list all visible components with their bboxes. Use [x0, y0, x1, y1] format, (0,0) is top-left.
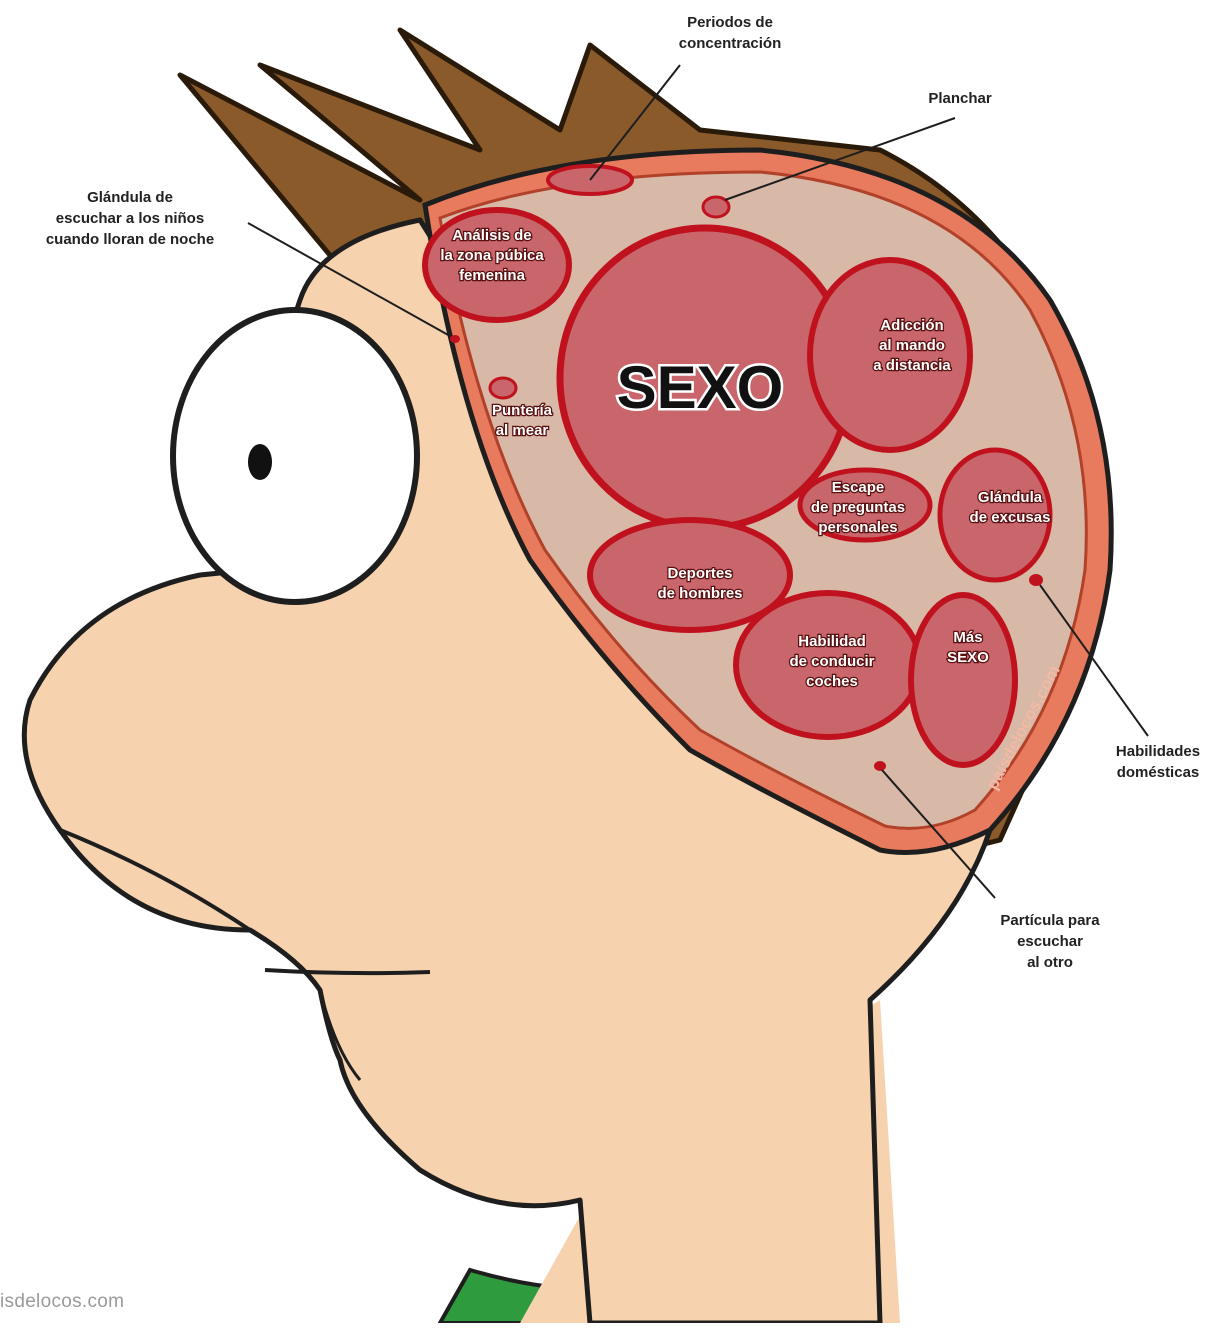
callout-planchar: Planchar	[905, 88, 1015, 109]
region-label-line: SEXO	[947, 649, 989, 666]
callout-periodos: Periodos de concentración	[640, 12, 820, 54]
callout-particula: Partícula para escuchar al otro	[960, 910, 1140, 973]
label-sexo: SEXO	[617, 354, 784, 421]
lobe-mas-sexo	[911, 595, 1015, 765]
region-label-line: al mando	[879, 337, 945, 354]
callout-glandula-ninos: Glándula de escuchar a los niños cuando …	[0, 187, 260, 250]
region-label-line: de conducir	[789, 653, 874, 670]
region-label-line: personales	[818, 519, 897, 536]
lobe-habilidades-domesticas	[1029, 574, 1043, 586]
region-label-line: coches	[806, 673, 858, 690]
watermark: isdelocos.com	[0, 1291, 124, 1313]
eye	[173, 310, 417, 602]
lobe-adiccion	[810, 260, 970, 450]
label-adiccion: Adicción al mando a distancia	[873, 317, 951, 374]
callout-habilidades-domesticas: Habilidades domésticas	[1092, 741, 1224, 783]
region-label-line: al mear	[496, 422, 549, 439]
region-label-line: Adicción	[880, 317, 943, 334]
region-label-line: Más	[953, 629, 982, 646]
region-label-line: Análisis de	[452, 227, 531, 244]
region-label-line: la zona púbica	[440, 247, 544, 264]
lobe-punteria	[490, 378, 516, 398]
pupil	[248, 444, 272, 480]
region-label-line: Escape	[832, 479, 885, 496]
region-label-line: Deportes	[667, 565, 732, 582]
region-label-line: femenina	[459, 267, 526, 284]
lobe-glandula-ninos	[450, 335, 460, 343]
region-label-line: Glándula	[978, 489, 1043, 506]
region-label-line: de excusas	[970, 509, 1051, 526]
region-label-line: Habilidad	[798, 633, 866, 650]
region-label-line: de preguntas	[811, 499, 905, 516]
region-label-line: a distancia	[873, 357, 951, 374]
region-label-line: Puntería	[492, 402, 553, 419]
lobe-particula	[874, 761, 886, 771]
region-label-line: de hombres	[657, 585, 742, 602]
